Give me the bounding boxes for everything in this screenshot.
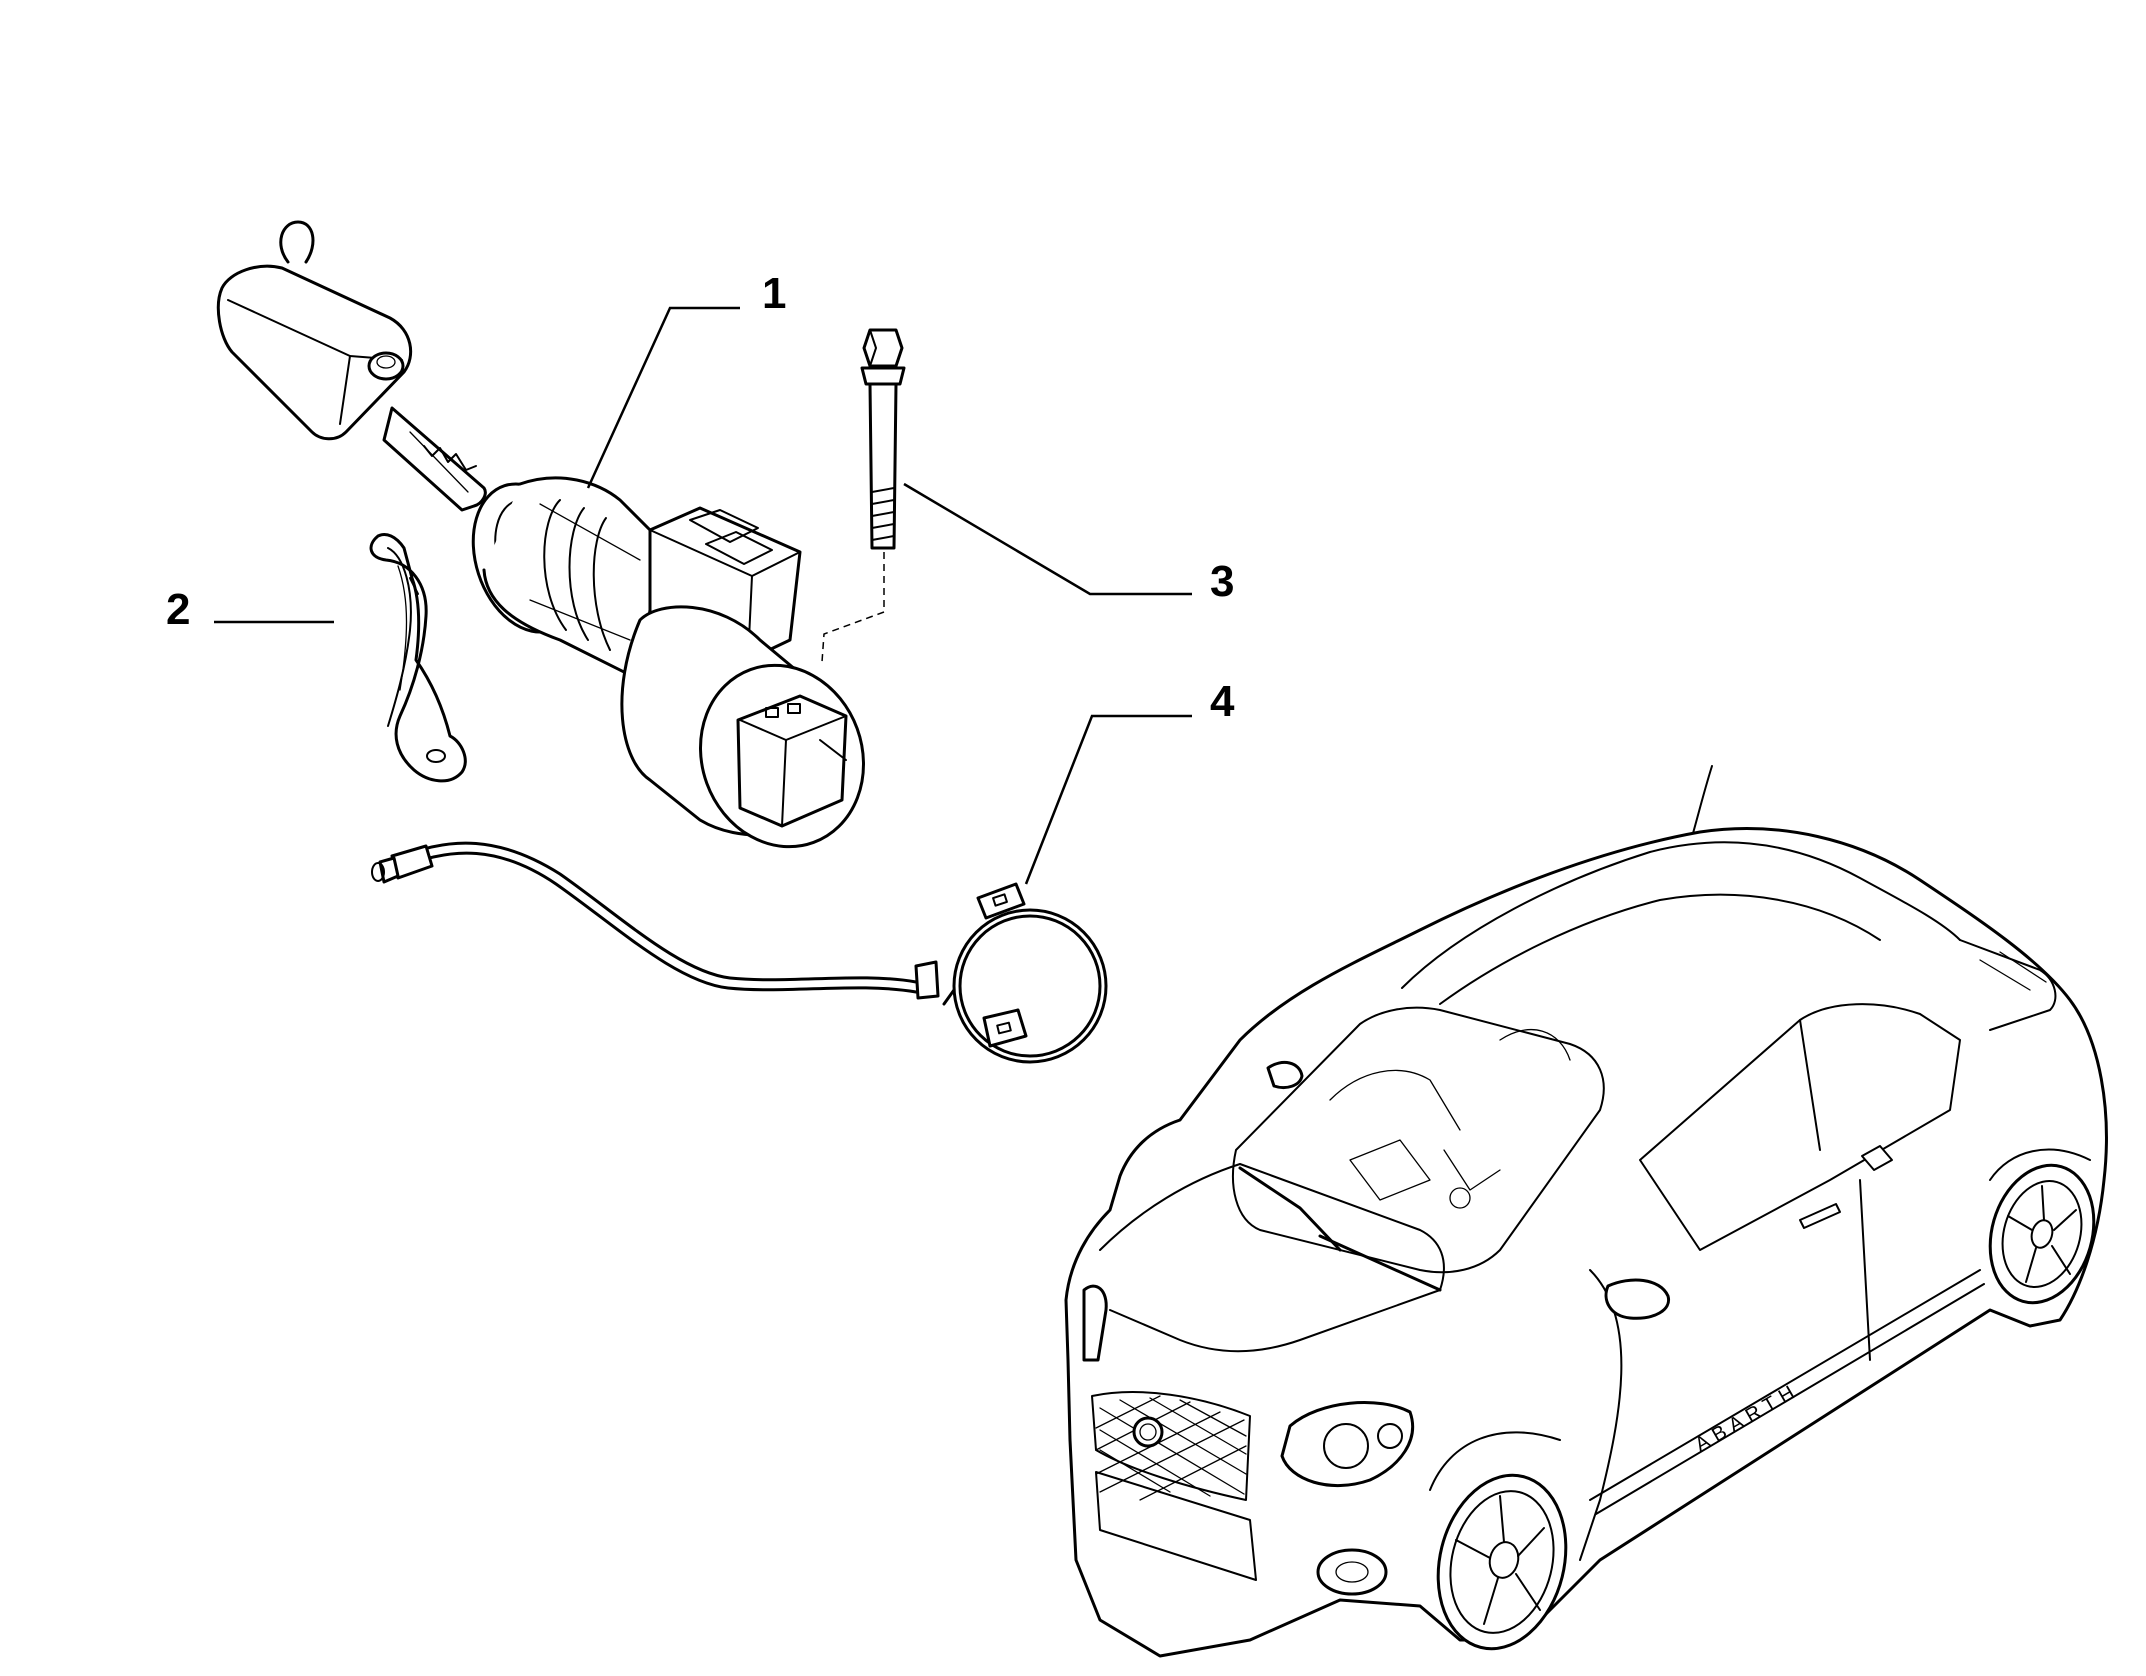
leader-line-4 [1024,714,1192,885]
leader-line-3 [903,482,1192,596]
half-shell [369,533,467,783]
screw [860,328,906,550]
callout-3: 3 [1210,557,1234,606]
callout-1: 1 [762,269,786,318]
callout-2: 2 [166,585,190,634]
callout-4: 4 [1210,677,1235,726]
antenna-ring [371,841,1108,1064]
assembly-guide-line [821,552,885,663]
ignition-lock [471,476,865,849]
leader-line-1 [586,306,740,489]
car-illustration: ABARTH [1064,765,2108,1658]
leader-lines [214,306,1192,885]
flip-key [216,220,487,512]
